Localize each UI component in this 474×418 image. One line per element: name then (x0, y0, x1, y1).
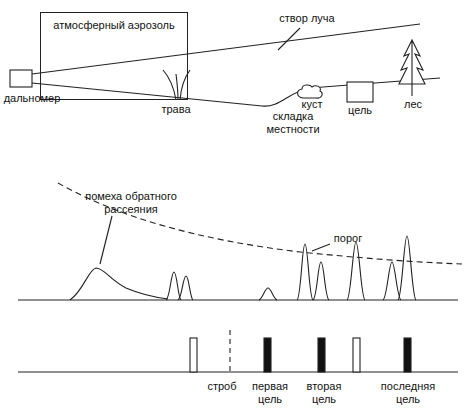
signal-baseline (18, 299, 458, 300)
object-label: трава (156, 103, 196, 116)
target-box (347, 82, 373, 102)
tree (399, 40, 425, 96)
beam-label: створ луча (272, 12, 342, 25)
noise-label: помеха обратного рассеяния (76, 190, 186, 215)
gate-bar-empty (190, 338, 197, 372)
signal-peak (398, 236, 416, 300)
region-label: атмосферный аэрозоль (41, 13, 187, 32)
object-label: куст (296, 98, 328, 111)
signal-peak (313, 262, 329, 300)
signal-peak (178, 276, 193, 300)
strobe-line (229, 330, 230, 372)
signal-peak (383, 262, 401, 300)
leader-line (278, 28, 300, 50)
beam-upper (32, 24, 420, 74)
beam-lower-terrain (32, 78, 440, 106)
object-label: цель (342, 104, 378, 117)
grass (163, 70, 190, 100)
gate-baseline (18, 371, 458, 372)
rangefinder (10, 70, 32, 87)
leader-line (100, 216, 112, 264)
gate-bar-filled (264, 338, 271, 372)
region-box: атмосферный аэрозоль (40, 12, 188, 100)
gate-label: строб (204, 380, 240, 393)
threshold-label: порог (328, 232, 368, 245)
leader-line (312, 244, 330, 251)
signal-peak (259, 288, 277, 300)
gate-bar-filled (404, 338, 411, 372)
object-label: складка местности (262, 110, 324, 135)
gate-label: последняя цель (378, 380, 438, 405)
backscatter-pulse (70, 268, 168, 300)
signal-peak (347, 242, 365, 300)
bush (298, 85, 322, 98)
gate-bar-filled (318, 338, 325, 372)
threshold-curve (58, 183, 462, 264)
device-label: дальномер (2, 92, 62, 105)
gate-bar-empty (353, 338, 360, 372)
signal-peak (166, 272, 181, 300)
object-label: лес (398, 98, 428, 111)
gate-label: вторая цель (304, 380, 344, 405)
gate-label: первая цель (250, 380, 290, 405)
